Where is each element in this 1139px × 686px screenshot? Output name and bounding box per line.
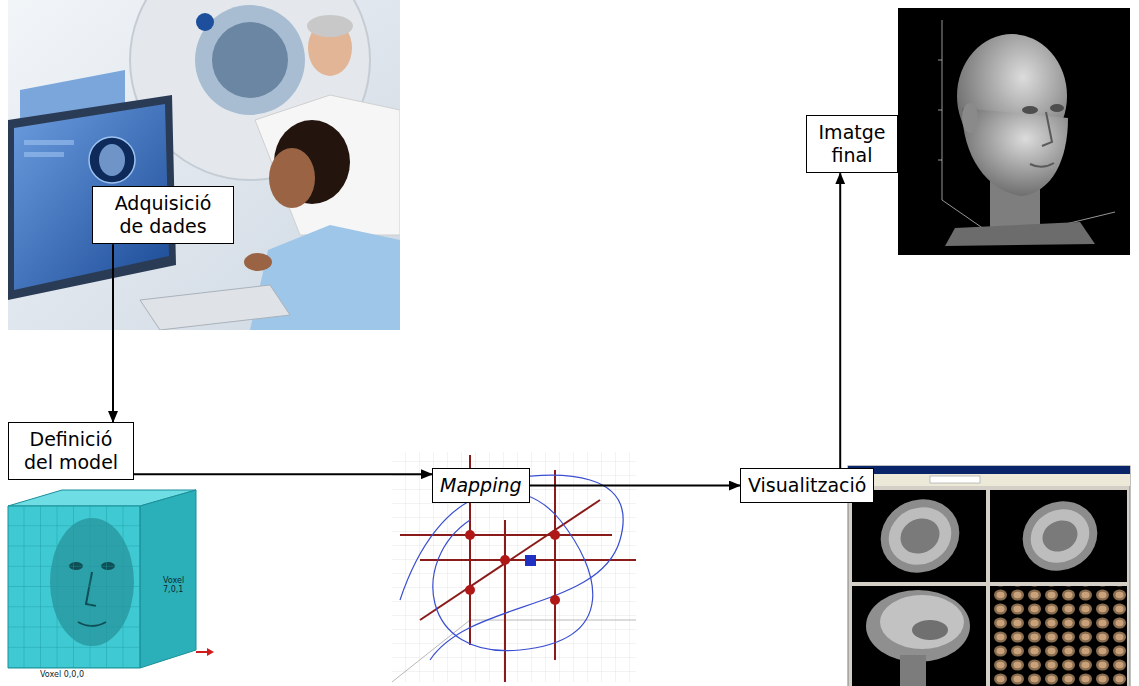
slice-inner	[1037, 515, 1082, 557]
head-base	[945, 222, 1095, 246]
voxel-label: Voxel 7,0,1	[163, 576, 195, 594]
view-panel	[852, 586, 986, 686]
step-box: Visualització	[740, 468, 874, 503]
keyboard	[140, 285, 290, 330]
mapping-curve	[400, 492, 593, 651]
voxel-label: Voxel 0,0,0	[40, 670, 84, 679]
cube-side	[140, 490, 196, 668]
slice-middle	[879, 497, 961, 575]
step-text: Mapping	[440, 474, 522, 497]
axis-line	[504, 520, 506, 682]
step-box: Mapping	[432, 468, 530, 503]
thumbnail-panel	[990, 586, 1127, 686]
head-nose	[1042, 112, 1052, 146]
flow-arrow	[134, 473, 432, 475]
view-panel	[990, 490, 1127, 582]
sample-point	[550, 530, 560, 540]
voxel-cube	[8, 490, 214, 668]
gantry-tunnel	[212, 22, 288, 98]
toolbar-field	[930, 476, 980, 483]
sample-point	[465, 585, 475, 595]
head-ear	[962, 103, 978, 133]
cube-front	[8, 506, 140, 668]
window-titlebar	[848, 466, 1130, 474]
slice-neck	[900, 655, 926, 686]
render-ground	[898, 8, 1130, 255]
slice-outer	[869, 486, 972, 585]
scanner-photo	[8, 0, 400, 330]
head-eye	[1022, 106, 1038, 114]
slice-outer	[1011, 489, 1109, 583]
axis-line	[554, 470, 556, 660]
mapped-point	[525, 555, 536, 566]
step-text: Adquisició de dades	[100, 192, 226, 238]
head-mouth	[1030, 163, 1054, 167]
screen-scan	[89, 137, 135, 183]
slice-middle	[1022, 500, 1098, 572]
step-text: Definició del model	[16, 428, 126, 474]
sample-point	[550, 595, 560, 605]
step-box: Adquisició de dades	[92, 186, 234, 244]
sample-point	[500, 555, 510, 565]
slice-outer	[866, 590, 970, 662]
rendered-head	[898, 8, 1130, 255]
technician-hand	[244, 253, 272, 271]
axis-arrowhead	[207, 648, 214, 656]
flow-arrow	[530, 485, 740, 487]
step-box: Definició del model	[8, 422, 134, 480]
slice-middle	[880, 595, 964, 649]
gantry-opening	[195, 5, 305, 115]
brain-slice	[1011, 489, 1109, 583]
sample-point	[465, 530, 475, 540]
doctor-hair	[307, 15, 353, 37]
head-eye	[1050, 104, 1064, 112]
step-text: Imatge final	[814, 121, 890, 167]
screen-row	[24, 140, 74, 145]
flow-arrow	[839, 173, 841, 468]
slice-inner	[912, 620, 948, 640]
mapping-axes	[400, 455, 636, 682]
sagittal-slice	[866, 590, 970, 686]
viewer-screenshot	[848, 466, 1130, 686]
flow-arrow	[112, 244, 114, 422]
axis-tick	[938, 160, 942, 161]
doctor-coat	[255, 95, 400, 235]
voxel-grid	[8, 506, 140, 668]
screen-row	[24, 152, 64, 157]
scan-slice	[99, 144, 125, 176]
technician-face	[269, 148, 315, 208]
window-toolbar	[848, 474, 1130, 486]
brain-slice	[869, 486, 972, 585]
scanner-logo	[196, 13, 214, 31]
axis-tick	[938, 110, 942, 111]
window-frame	[848, 466, 1130, 686]
render-axes	[938, 20, 1115, 240]
slice-inner	[895, 512, 946, 560]
step-box: Imatge final	[806, 115, 898, 173]
axis-tick	[938, 60, 942, 61]
head-face	[962, 108, 1068, 196]
step-text: Visualització	[748, 474, 866, 497]
